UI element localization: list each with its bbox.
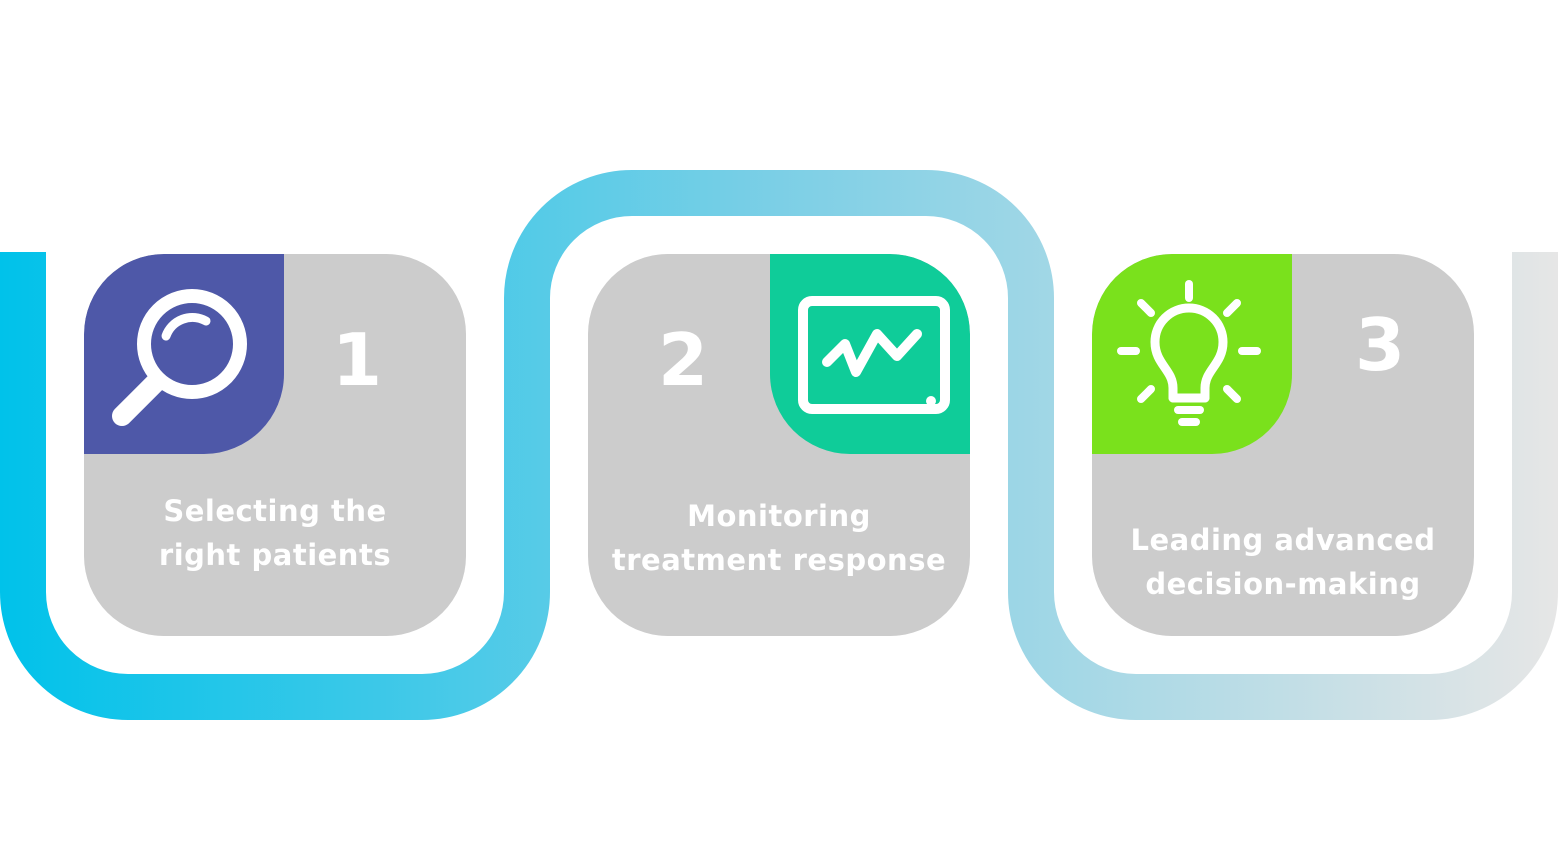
step-card-1: 1 Selecting the right patients <box>84 254 466 636</box>
lightbulb-icon <box>1117 280 1261 426</box>
step-label-2-line-1: Monitoring <box>687 499 871 533</box>
step-label-3-line-2: decision-making <box>1145 567 1421 601</box>
step-label-1: Selecting the right patients <box>94 489 456 577</box>
step-card-3: 3 Leading advanced decision-making <box>1092 254 1474 636</box>
step-label-1-line-1: Selecting the <box>163 494 387 528</box>
step-label-3: Leading advanced decision-making <box>1102 518 1464 606</box>
step-label-2-line-2: treatment response <box>611 543 947 577</box>
step-card-2: 2 Monitoring treatment response <box>588 254 970 636</box>
step-number-2: 2 <box>657 318 709 402</box>
icon-tile-2 <box>770 254 970 454</box>
step-number-3: 3 <box>1354 303 1406 387</box>
step-label-1-line-2: right patients <box>158 538 392 572</box>
icon-tile-1 <box>84 254 284 454</box>
magnifying-glass-icon <box>112 289 247 426</box>
monitor-graph-icon <box>798 296 950 414</box>
step-label-2: Monitoring treatment response <box>598 494 960 582</box>
step-number-1: 1 <box>331 318 383 402</box>
icon-tile-3 <box>1092 254 1292 454</box>
step-label-3-line-1: Leading advanced <box>1130 523 1436 557</box>
